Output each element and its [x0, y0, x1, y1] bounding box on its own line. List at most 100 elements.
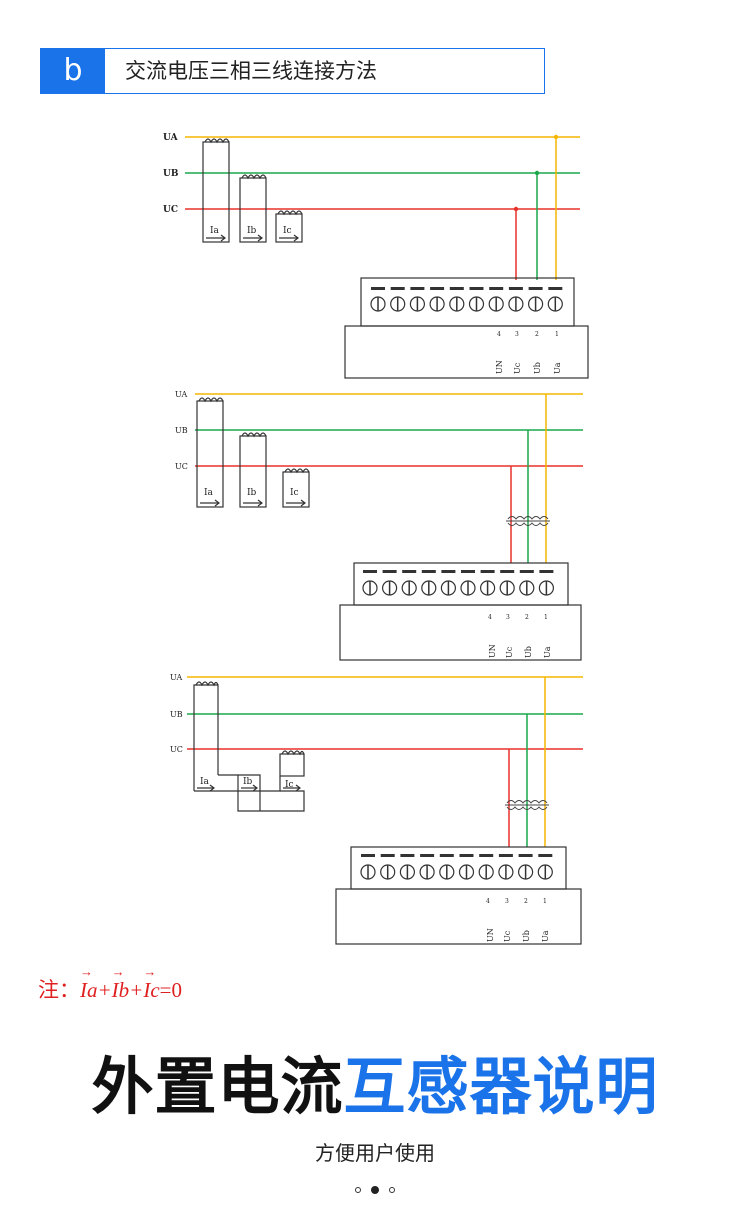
terminal-slot	[421, 570, 436, 573]
ct-label-ib: Ib	[247, 488, 257, 498]
ct-b	[239, 174, 267, 243]
plus-sign-2: +	[129, 978, 144, 1002]
wiring-diagram-2: UA UB UC Ia Ib Ic 4 3 2 1 UN Uc Ub Ua	[175, 390, 583, 661]
headline-dark-part: 外置电流	[91, 1050, 344, 1123]
ct-b	[239, 432, 267, 508]
terminal-screws-2	[362, 570, 555, 596]
input-label-uc: Uc	[503, 930, 512, 942]
vector-ic: Ic	[143, 964, 159, 1003]
terminal-screws-1	[370, 287, 563, 312]
fuse-block-2	[506, 516, 550, 526]
terminal-slot	[479, 854, 494, 857]
terminal-slot	[469, 287, 484, 290]
pagination-dot[interactable]	[355, 1187, 361, 1193]
terminal-block-3	[335, 846, 582, 945]
line-label-uc: UC	[163, 205, 178, 215]
ct-b	[218, 774, 261, 791]
ct-label-ia: Ia	[210, 226, 220, 236]
terminal-num-3: 3	[505, 898, 509, 905]
terminal-slot	[363, 570, 377, 573]
line-label-uc: UC	[170, 745, 183, 754]
terminal-slot	[539, 570, 554, 573]
terminal-num-2: 2	[535, 331, 539, 338]
ct-label-ia: Ia	[204, 488, 214, 498]
input-label-uc: Uc	[505, 646, 514, 658]
input-label-un: UN	[495, 360, 504, 374]
input-label-ua: Ua	[553, 362, 562, 374]
ct-a	[202, 138, 230, 243]
terminal-block-1	[344, 277, 589, 379]
terminal-slot	[548, 287, 563, 290]
terminal-num-4: 4	[497, 331, 501, 338]
line-label-ub: UB	[163, 169, 179, 179]
pagination-dots	[0, 1186, 750, 1194]
ct-a	[196, 397, 224, 508]
terminal-num-1: 1	[543, 898, 547, 905]
line-label-ua: UA	[170, 673, 182, 682]
input-label-ua: Ua	[541, 930, 550, 942]
terminal-slot	[538, 854, 553, 857]
wiring-diagram-1: UA UB UC Ia Ib Ic 4 3 2 1 UN Uc Ub Ua	[163, 133, 589, 379]
vector-ia: Ia	[80, 964, 98, 1003]
terminal-block-2	[339, 562, 582, 661]
headline: 外置电流互感器说明	[0, 1036, 750, 1126]
terminal-slot	[402, 570, 417, 573]
terminal-slot	[371, 287, 385, 290]
ct-label-ia: Ia	[200, 777, 210, 787]
pagination-dot[interactable]	[389, 1187, 395, 1193]
terminal-num-4: 4	[488, 614, 492, 621]
terminal-slot	[439, 854, 454, 857]
subtitle: 方便用户使用	[315, 1141, 435, 1165]
terminal-num-3: 3	[506, 614, 510, 621]
terminal-slot	[498, 854, 513, 857]
terminal-slot	[382, 570, 397, 573]
line-label-ua: UA	[175, 390, 187, 399]
line-label-uc: UC	[175, 462, 188, 471]
vector-ib: Ib	[112, 964, 130, 1003]
ct-c	[194, 750, 305, 812]
terminal-slot	[528, 287, 543, 290]
fuse-block-3	[505, 800, 549, 810]
terminal-slot	[459, 854, 474, 857]
input-label-ub: Ub	[524, 646, 533, 658]
plus-sign-1: +	[97, 978, 112, 1002]
section-badge: b	[41, 49, 105, 93]
input-label-ub: Ub	[533, 362, 542, 374]
ct-label-ic: Ic	[283, 226, 292, 236]
terminal-slot	[390, 287, 405, 290]
terminal-slot	[449, 287, 464, 290]
input-label-ub: Ub	[522, 930, 531, 942]
terminal-num-1: 1	[544, 614, 548, 621]
terminal-screws-3	[360, 854, 553, 880]
input-label-un: UN	[488, 644, 497, 658]
terminal-slot	[380, 854, 395, 857]
terminal-num-4: 4	[486, 898, 490, 905]
terminal-slot	[519, 570, 534, 573]
terminal-num-2: 2	[524, 898, 528, 905]
vector-sum-note: 注：Ia+Ib+Ic=0	[38, 964, 183, 1004]
terminal-slot	[361, 854, 375, 857]
terminal-slot	[400, 854, 415, 857]
terminal-slot	[420, 854, 435, 857]
ct-c	[282, 468, 310, 508]
line-label-ub: UB	[175, 426, 188, 435]
equals-zero: =0	[159, 978, 183, 1002]
pagination-dot-active[interactable]	[371, 1186, 379, 1194]
section-title: 交流电压三相三线连接方法	[125, 59, 377, 83]
terminal-slot	[410, 287, 425, 290]
headline-blue-part: 互感器说明	[343, 1050, 659, 1123]
terminal-slot	[480, 570, 495, 573]
ct-label-ic: Ic	[285, 780, 294, 790]
terminal-slot	[430, 287, 445, 290]
terminal-slot	[441, 570, 456, 573]
input-label-un: UN	[486, 928, 495, 942]
ct-label-ib: Ib	[243, 777, 253, 787]
terminal-num-2: 2	[525, 614, 529, 621]
terminal-slot	[500, 570, 515, 573]
input-label-ua: Ua	[543, 646, 552, 658]
note-prefix: 注：	[38, 978, 80, 1002]
line-label-ub: UB	[170, 710, 183, 719]
terminal-num-1: 1	[555, 331, 559, 338]
ct-label-ic: Ic	[290, 488, 299, 498]
ct-c	[275, 210, 303, 243]
